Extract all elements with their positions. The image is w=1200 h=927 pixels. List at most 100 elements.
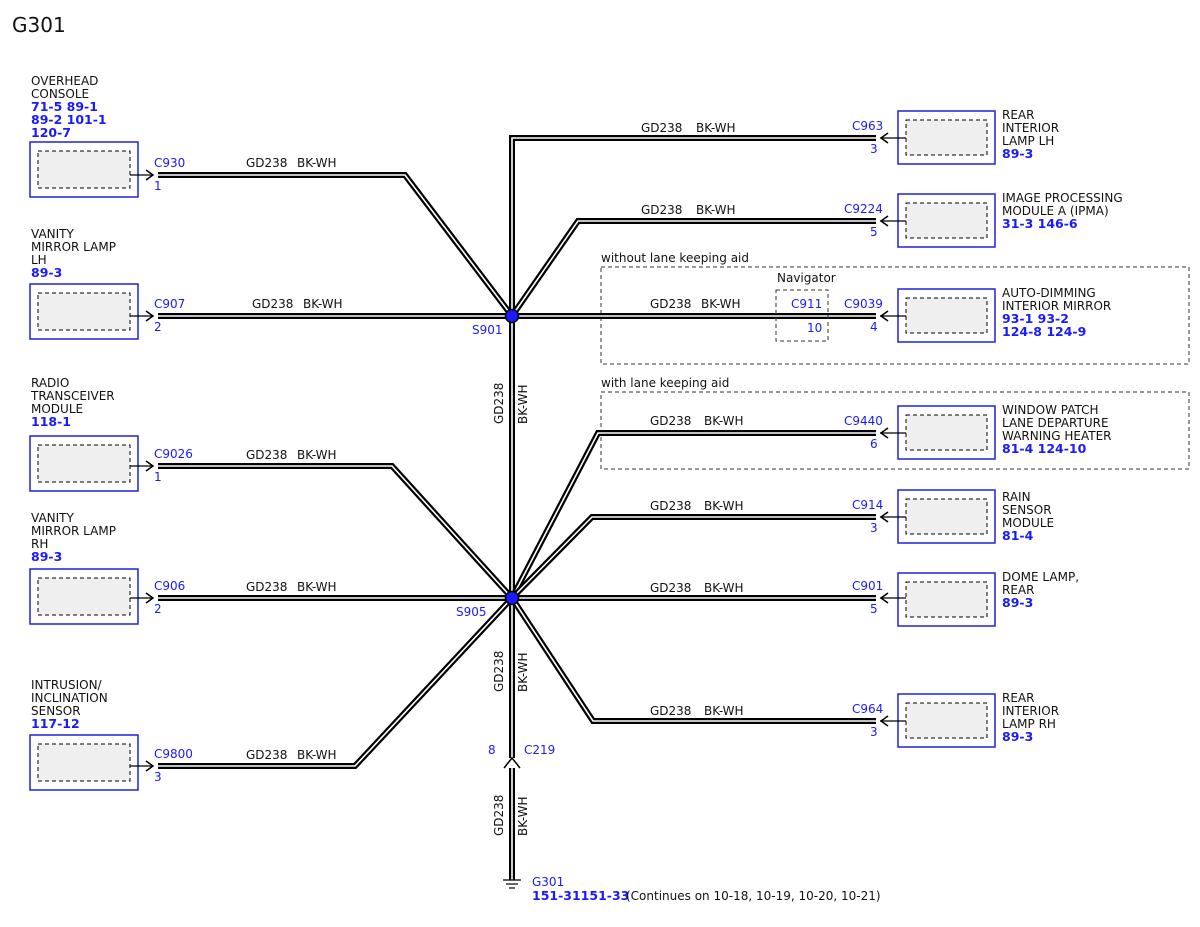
component-ref[interactable]: 89-3 — [1002, 595, 1033, 610]
component-ref[interactable]: 81-4 124-10 — [1002, 441, 1087, 456]
inline-connector-id: C219 — [524, 743, 555, 757]
wire-label-color: BK-WH — [516, 652, 530, 692]
wire-label-color: BK-WH — [297, 580, 337, 594]
wire-label-circuit: GD238 — [650, 581, 691, 595]
component-inner — [37, 577, 131, 616]
component-name: MIRROR LAMP — [31, 240, 116, 254]
wire-label-color: BK-WH — [297, 448, 337, 462]
connector-pin: 3 — [870, 521, 878, 535]
component-name: LH — [31, 253, 47, 267]
connector-id: C901 — [852, 579, 883, 593]
wire-c914 — [509, 514, 876, 601]
component-ref[interactable]: 89-3 — [31, 265, 62, 280]
component-name: REAR — [1002, 583, 1034, 597]
component-inner — [37, 743, 131, 782]
component-name: INTERIOR — [1002, 704, 1059, 718]
component-name: LAMP LH — [1002, 134, 1054, 148]
pin-arrow-icon — [879, 310, 889, 322]
region-without-lka-label: without lane keeping aid — [601, 251, 749, 265]
component-name: RADIO — [31, 376, 69, 390]
component-ref[interactable]: 118-1 — [31, 414, 71, 429]
component-name: DOME LAMP, — [1002, 570, 1079, 584]
pin-arrow-icon — [145, 460, 155, 472]
component-inner — [37, 150, 131, 189]
component-ref[interactable]: 89-2 101-1 — [31, 112, 107, 127]
component-ref[interactable]: 89-3 — [31, 549, 62, 564]
wire-label-color: BK-WH — [701, 297, 741, 311]
component-name: RAIN — [1002, 490, 1031, 504]
wire-c930 — [158, 172, 515, 318]
connector-symbol — [503, 756, 521, 769]
component-name: OVERHEAD — [31, 74, 98, 88]
wire-c9026 — [158, 463, 515, 601]
wire-label-color: BK-WH — [704, 581, 744, 595]
pin-arrow-icon — [879, 427, 889, 439]
wire-label-color: BK-WH — [704, 704, 744, 718]
pin-arrow-icon — [879, 215, 889, 227]
pin-arrow-icon — [879, 132, 889, 144]
wire-label-circuit: GD238 — [246, 448, 287, 462]
wire-label-color: BK-WH — [696, 203, 736, 217]
component-ref[interactable]: 93-1 93-2 — [1002, 311, 1069, 326]
pin-arrow-icon — [879, 511, 889, 523]
wire-label-color: BK-WH — [303, 297, 343, 311]
wire-label-circuit: GD238 — [641, 203, 682, 217]
component-ref[interactable]: 120-7 — [31, 125, 71, 140]
component-name: SENSOR — [1002, 503, 1052, 517]
component-name: VANITY — [31, 227, 74, 241]
component-name: AUTO-DIMMING — [1002, 286, 1096, 300]
wire-label-color: BK-WH — [297, 156, 337, 170]
connector-pin: 2 — [154, 320, 162, 334]
component-name: WARNING HEATER — [1002, 429, 1112, 443]
component-ref[interactable]: 31-3 146-6 — [1002, 216, 1078, 231]
connector-pin: 4 — [870, 320, 878, 334]
component-name: VANITY — [31, 511, 74, 525]
connector-id: C9224 — [844, 202, 883, 216]
component-inner — [37, 444, 131, 483]
component-inner — [905, 297, 988, 334]
component-inner — [905, 414, 988, 451]
connector-pin: 1 — [154, 470, 162, 484]
component-ref[interactable]: 81-4 — [1002, 528, 1034, 543]
wire-c9440 — [509, 430, 876, 600]
component-name: MODULE — [1002, 516, 1054, 530]
splice-label: S901 — [472, 323, 503, 337]
connector-id: C907 — [154, 297, 185, 311]
splice-label: S905 — [456, 605, 487, 619]
component-ref[interactable]: 117-12 — [31, 716, 80, 731]
connector-pin: 2 — [154, 602, 162, 616]
component-name: INTERIOR MIRROR — [1002, 299, 1111, 313]
wire-label-circuit: GD238 — [650, 297, 691, 311]
component-name: LAMP RH — [1002, 717, 1056, 731]
connector-pin: 3 — [154, 770, 162, 784]
wire-labels: GD238 BK-WH GD238 BK-WH GD238 BK-WH GD23… — [246, 121, 744, 836]
component-ref[interactable]: 124-8 124-9 — [1002, 324, 1086, 339]
connector-id: C906 — [154, 579, 185, 593]
component-name: MIRROR LAMP — [31, 524, 116, 538]
component-ref[interactable]: 89-3 — [1002, 146, 1033, 161]
wire-c964 — [509, 596, 876, 724]
wire-label-circuit: GD238 — [492, 795, 506, 836]
region-without-lka: without lane keeping aid — [600, 251, 1190, 365]
wire-label-circuit: GD238 — [650, 414, 691, 428]
connector-id: C9026 — [154, 447, 193, 461]
pin-arrow-icon — [145, 310, 155, 322]
pin-arrow-icon — [145, 592, 155, 604]
wire-label-color: BK-WH — [696, 121, 736, 135]
wire-label-circuit: GD238 — [650, 499, 691, 513]
inline-connector-c219: C219 8 — [488, 743, 555, 769]
component-inner — [905, 498, 988, 535]
component-ref[interactable]: 89-3 — [1002, 729, 1033, 744]
component-ref[interactable]: 71-5 89-1 — [31, 99, 98, 114]
ground-refs[interactable]: 151-31151-33 — [532, 888, 629, 903]
wire-label-color: BK-WH — [516, 384, 530, 424]
wire-label-circuit: GD238 — [246, 156, 287, 170]
splice-s901: S901 — [472, 308, 520, 337]
wire-label-circuit: GD238 — [246, 748, 287, 762]
